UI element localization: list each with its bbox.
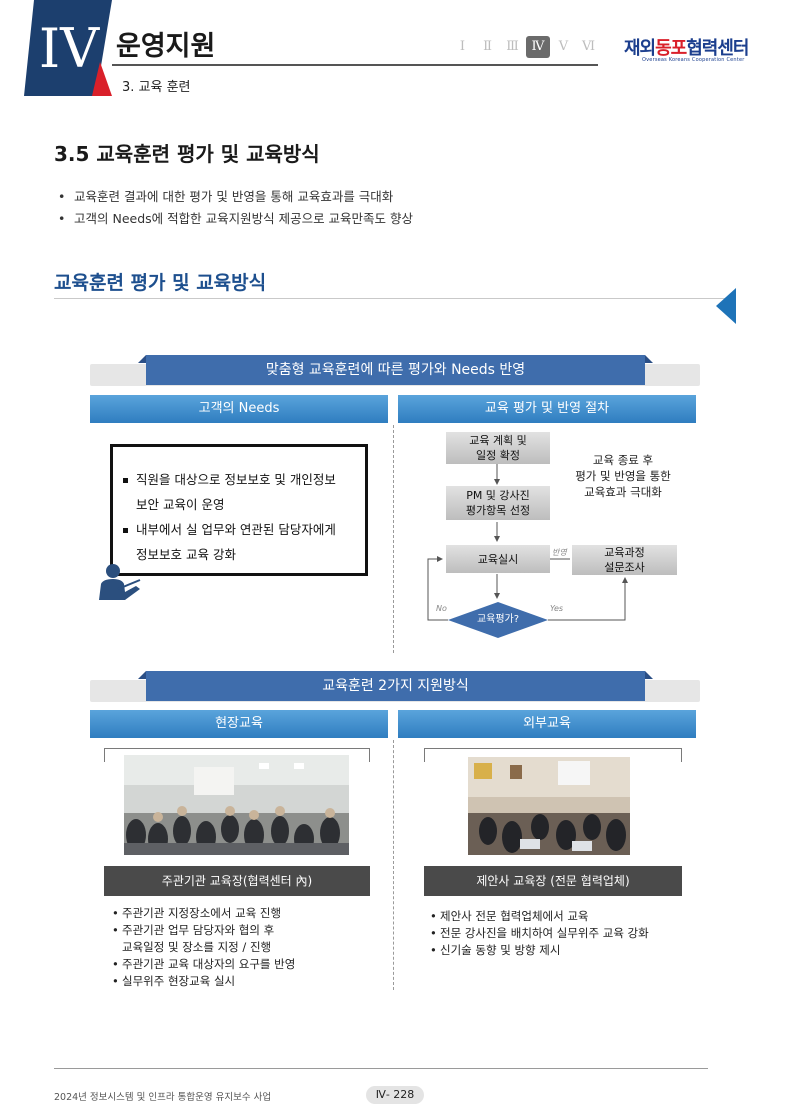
external-item: •전문 강사진을 배치하여 실무위주 교육 강화 bbox=[430, 925, 700, 942]
evaluation-banner: 맞춤형 교육훈련에 따른 평가와 Needs 반영 bbox=[146, 355, 645, 385]
footer-project-name: 2024년 정보시스템 및 인프라 통합운영 유지보수 사업 bbox=[54, 1092, 272, 1103]
needs-text: 직원을 대상으로 정보보호 및 개인정보 bbox=[136, 472, 336, 487]
bullet-symbol: • bbox=[430, 926, 437, 940]
flow-step-plan-line1: 교육 계획 및 bbox=[469, 434, 527, 447]
flow-note: 교육 종료 후 평가 및 반영을 통한 교육효과 극대화 bbox=[560, 452, 686, 500]
external-item: •신기술 동향 및 방향 제시 bbox=[430, 942, 700, 959]
flow-reflect-label: 반영 bbox=[552, 548, 567, 557]
page-number: Ⅳ- 228 bbox=[366, 1086, 424, 1104]
flow-note-line3: 교육효과 극대화 bbox=[584, 485, 662, 499]
needs-item-1-cont: 보안 교육이 운영 bbox=[136, 497, 225, 512]
needs-text: 내부에서 실 업무와 연관된 담당자에게 bbox=[136, 522, 336, 537]
onsite-column-header: 현장교육 bbox=[90, 710, 388, 738]
needs-column-header: 고객의 Needs bbox=[90, 395, 388, 423]
footer-rule bbox=[54, 1068, 708, 1069]
onsite-item-text: 주관기관 지정장소에서 교육 진행 bbox=[122, 906, 282, 920]
flow-step-plan-line2: 일정 확정 bbox=[476, 449, 520, 462]
external-classroom-photo bbox=[468, 757, 630, 855]
logo-text-c: 협력센터 bbox=[686, 38, 749, 59]
chapter-nav-item-1[interactable]: Ⅰ bbox=[459, 39, 466, 54]
external-item-text: 신기술 동향 및 방향 제시 bbox=[440, 943, 561, 957]
needs-item-1: 직원을 대상으로 정보보호 및 개인정보 bbox=[123, 467, 355, 492]
subsection-title: 교육훈련 평가 및 교육방식 bbox=[54, 272, 267, 294]
flow-step-select-line2: 평가항목 선정 bbox=[465, 504, 531, 517]
needs-box: 직원을 대상으로 정보보호 및 개인정보 보안 교육이 운영 내부에서 실 업무… bbox=[110, 444, 368, 576]
chapter-nav-item-6[interactable]: Ⅵ bbox=[581, 39, 596, 54]
onsite-item-text: 주관기관 교육 대상자의 요구를 반영 bbox=[122, 957, 296, 971]
chapter-nav: Ⅰ Ⅱ Ⅲ Ⅳ Ⅴ Ⅵ bbox=[450, 36, 601, 58]
flow-step-select-line1: PM 및 강사진 bbox=[466, 489, 530, 502]
square-bullet-icon bbox=[123, 528, 128, 533]
external-item-text: 전문 강사진을 배치하여 실무위주 교육 강화 bbox=[440, 926, 649, 940]
logo-subtitle: Overseas Koreans Cooperation Center bbox=[642, 57, 745, 63]
subtitle-rule bbox=[54, 298, 734, 299]
external-column-header: 외부교육 bbox=[398, 710, 696, 738]
intro-bullet-1: • 교육훈련 결과에 대한 평가 및 반영을 통해 교육효과를 극대화 bbox=[58, 186, 393, 205]
flow-step-survey-line2: 설문조사 bbox=[604, 561, 645, 574]
logo-text-a: 재외 bbox=[624, 38, 656, 59]
column-divider bbox=[393, 425, 394, 653]
external-list: •제안사 전문 협력업체에서 교육 •전문 강사진을 배치하여 실무위주 교육 … bbox=[430, 908, 700, 959]
flow-no-label: No bbox=[436, 604, 447, 613]
section-heading: 3.5 교육훈련 평가 및 교육방식 bbox=[54, 142, 320, 166]
bullet-symbol: • bbox=[430, 943, 437, 957]
needs-item-2: 내부에서 실 업무와 연관된 담당자에게 bbox=[123, 517, 355, 542]
needs-item-2-cont: 정보보호 교육 강화 bbox=[136, 547, 236, 562]
banner-fold-left bbox=[138, 671, 146, 679]
bullet-symbol: • bbox=[58, 211, 66, 226]
external-venue-label: 제안사 교육장 (전문 협력업체) bbox=[424, 866, 682, 896]
flow-step-execute: 교육실시 bbox=[446, 545, 550, 573]
flow-note-line1: 교육 종료 후 bbox=[592, 453, 654, 467]
bullet-symbol: • bbox=[112, 974, 119, 988]
onsite-classroom-photo bbox=[124, 755, 349, 855]
onsite-item: •주관기관 업무 담당자와 협의 후 bbox=[112, 922, 382, 939]
section-label: 3. 교육 훈련 bbox=[122, 80, 191, 95]
intro-bullet-text: 교육훈련 결과에 대한 평가 및 반영을 통해 교육효과를 극대화 bbox=[74, 189, 394, 204]
support-banner: 교육훈련 2가지 지원방식 bbox=[146, 671, 645, 701]
flow-note-line2: 평가 및 반영을 통한 bbox=[575, 469, 671, 483]
flow-yes-label: Yes bbox=[550, 604, 564, 613]
banner-fold-right bbox=[645, 355, 653, 363]
external-item: •제안사 전문 협력업체에서 교육 bbox=[430, 908, 700, 925]
presenter-icon bbox=[99, 564, 141, 600]
chapter-numeral: IV bbox=[38, 17, 100, 80]
logo-text-b: 동포 bbox=[655, 38, 687, 59]
onsite-item-text: 주관기관 업무 담당자와 협의 후 bbox=[122, 923, 275, 937]
column-divider bbox=[393, 740, 394, 990]
onsite-item: •주관기관 교육 대상자의 요구를 반영 bbox=[112, 956, 382, 973]
bullet-symbol: • bbox=[112, 957, 119, 971]
photo-bracket bbox=[424, 748, 682, 762]
external-item-text: 제안사 전문 협력업체에서 교육 bbox=[440, 909, 589, 923]
bullet-symbol: • bbox=[430, 909, 437, 923]
onsite-item-text: 실무위주 현장교육 실시 bbox=[122, 974, 236, 988]
chapter-nav-item-4[interactable]: Ⅳ bbox=[526, 36, 550, 58]
onsite-venue-label: 주관기관 교육장(협력센터 內) bbox=[104, 866, 370, 896]
chapter-nav-item-2[interactable]: Ⅱ bbox=[483, 39, 492, 54]
bullet-symbol: • bbox=[58, 189, 66, 204]
banner-fold-right bbox=[645, 671, 653, 679]
bullet-symbol: • bbox=[112, 906, 119, 920]
banner-fold-left bbox=[138, 355, 146, 363]
chapter-nav-item-3[interactable]: Ⅲ bbox=[506, 39, 519, 54]
intro-bullet-text: 고객의 Needs에 적합한 교육지원방식 제공으로 교육만족도 향상 bbox=[74, 211, 414, 226]
center-logo: 재외동포협력센터 bbox=[624, 34, 750, 60]
intro-bullet-2: • 고객의 Needs에 적합한 교육지원방식 제공으로 교육만족도 향상 bbox=[58, 208, 413, 227]
flow-connectors bbox=[427, 464, 628, 621]
flow-step-survey-line1: 교육과정 bbox=[604, 546, 645, 559]
photo-bracket bbox=[104, 748, 370, 762]
procedure-column-header: 교육 평가 및 반영 절차 bbox=[398, 395, 696, 423]
onsite-item: •주관기관 지정장소에서 교육 진행 bbox=[112, 905, 382, 922]
chapter-title: 운영지원 bbox=[116, 31, 216, 62]
square-bullet-icon bbox=[123, 478, 128, 483]
onsite-item-cont: 교육일정 및 장소를 지정 / 진행 bbox=[122, 940, 272, 954]
side-arrow-icon bbox=[716, 288, 736, 324]
onsite-item: •실무위주 현장교육 실시 bbox=[112, 973, 382, 990]
chapter-nav-item-5[interactable]: Ⅴ bbox=[558, 39, 569, 54]
onsite-list: •주관기관 지정장소에서 교육 진행 •주관기관 업무 담당자와 협의 후 교육… bbox=[112, 905, 382, 990]
bullet-symbol: • bbox=[112, 923, 119, 937]
header-divider bbox=[112, 64, 598, 66]
